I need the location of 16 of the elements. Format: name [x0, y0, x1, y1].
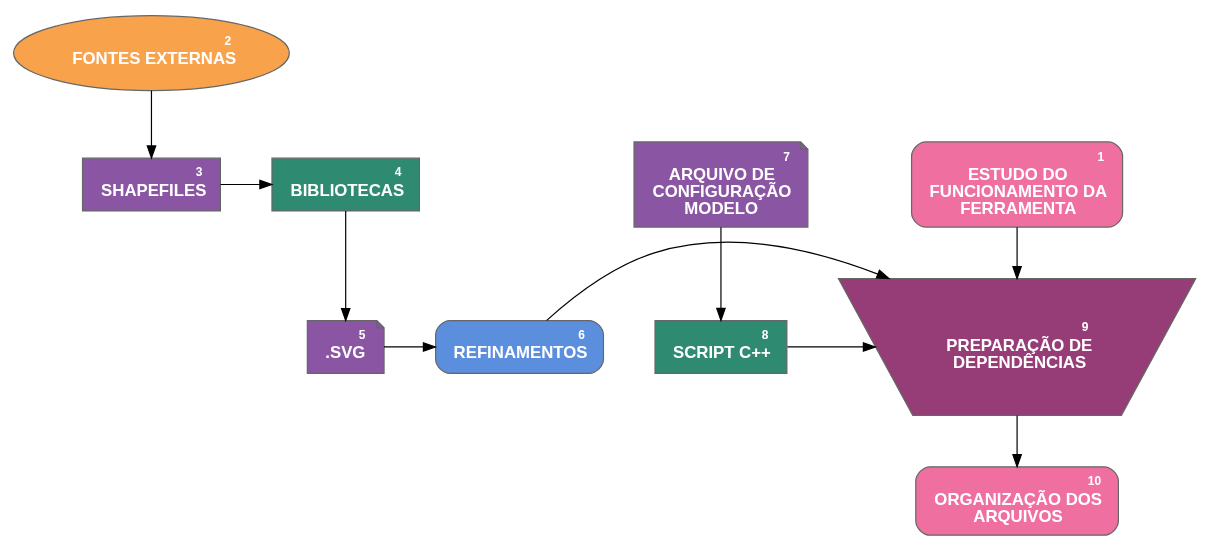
node-box: 10 ORGANIZAÇÃO DOS ARQUIVOS	[915, 466, 1119, 536]
arrow	[786, 341, 878, 352]
node-box: 1 ESTUDO DO FUNCIONAMENTO DA FERRAMENTA	[911, 141, 1124, 228]
node-box: 8 SCRIPT C++	[654, 320, 788, 374]
arrow	[546, 241, 891, 321]
node-ellipse: 2 FONTES EXTERNAS	[12, 15, 290, 92]
arrow	[1012, 226, 1023, 281]
arrow	[219, 179, 274, 190]
node-box: 4 BIBLIOTECAS	[271, 157, 421, 212]
arrow	[715, 226, 726, 323]
node-box: 3 SHAPEFILES	[81, 157, 221, 212]
arrow	[1012, 414, 1023, 469]
arrow	[340, 210, 351, 323]
node-box: 6 REFINAMENTOS	[435, 320, 605, 374]
arrow	[146, 90, 157, 160]
arrow	[383, 341, 438, 352]
